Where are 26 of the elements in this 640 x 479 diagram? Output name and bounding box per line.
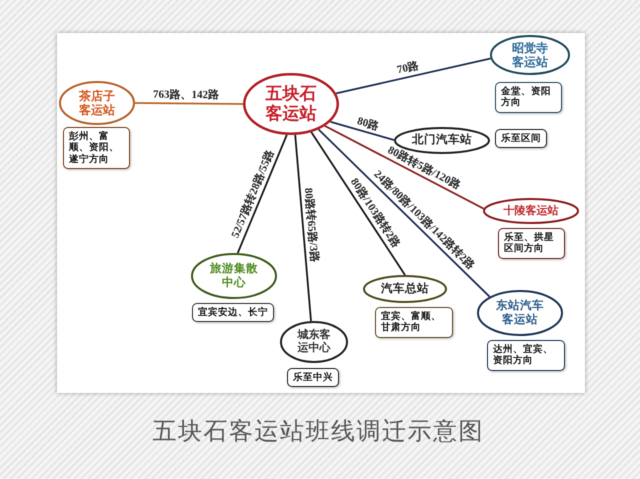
destination-box: 乐至、拱星区间方向 — [498, 228, 565, 259]
caption: 五块石客运站班线调迁示意图 — [152, 417, 484, 446]
station-name: 昭觉寺客运站 — [511, 40, 549, 70]
route-line — [310, 132, 406, 276]
route-line — [294, 134, 312, 322]
destination-box: 金堂、资阳方向 — [495, 82, 562, 113]
station-name: 城东客运中心 — [296, 329, 332, 355]
destination-box: 达州、宜宾、资阳方向 — [487, 340, 565, 371]
route-line — [336, 58, 491, 94]
destination-box: 宜宾安边、长宁 — [192, 303, 274, 322]
destination-box: 乐至中兴 — [287, 368, 339, 388]
route-line — [135, 102, 243, 105]
station-name: 汽车总站 — [381, 282, 429, 296]
route-line — [330, 120, 394, 141]
route-line — [236, 134, 288, 254]
edge-label: 763路、142路 — [152, 88, 220, 102]
destination-box: 彭州、富顺、资阳、遂宁方向 — [63, 127, 130, 170]
station-name: 茶店子客运站 — [78, 88, 116, 118]
station-name: 十陵客运站 — [504, 204, 558, 218]
destination-box: 宜宾、富顺、甘肃方向 — [375, 307, 453, 338]
station-name: 五块石客运站 — [264, 84, 318, 124]
station-name: 东站汽车客运站 — [495, 299, 545, 327]
station-name: 旅游集散中心 — [208, 262, 259, 290]
route-line — [318, 128, 490, 298]
route-line — [324, 125, 484, 210]
destination-box: 乐至区间 — [495, 129, 547, 148]
